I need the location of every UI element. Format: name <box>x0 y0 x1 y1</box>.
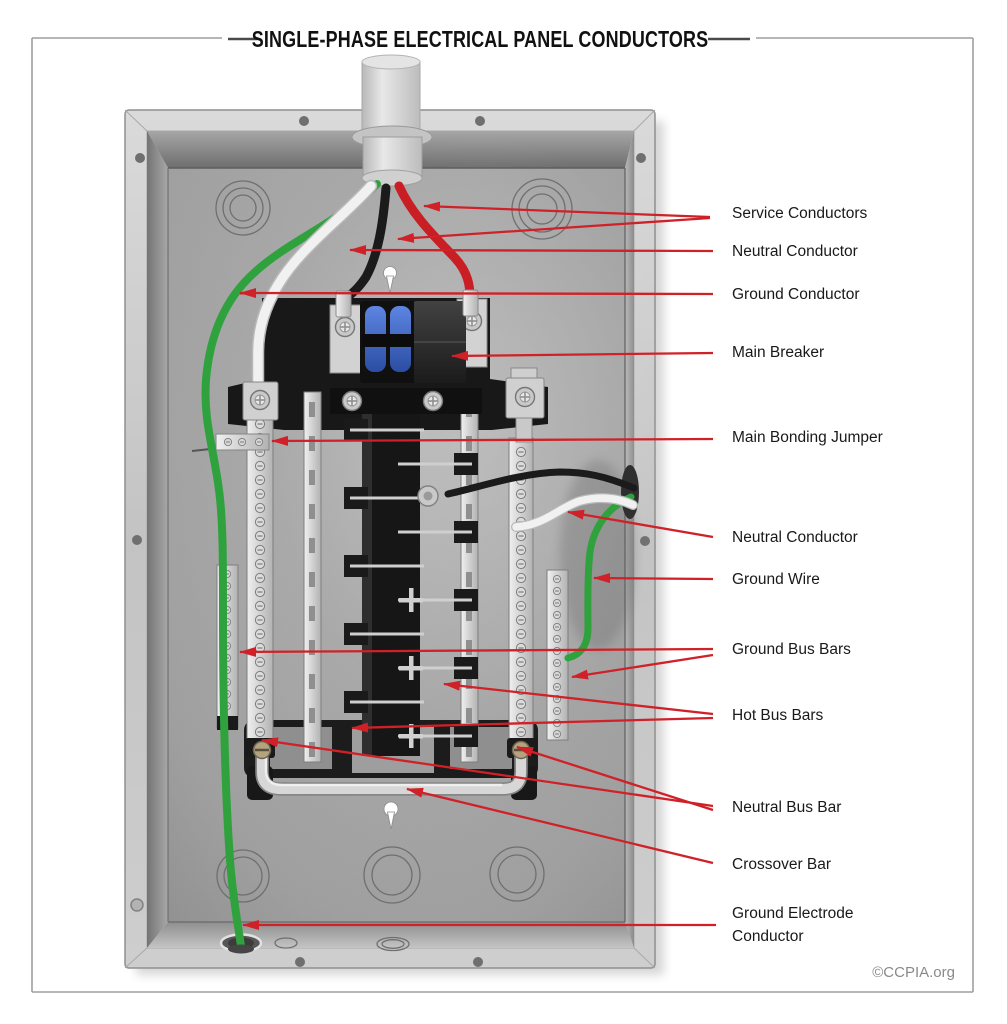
service-wires <box>201 179 475 950</box>
ring-lug <box>417 485 439 507</box>
main-bonding-jumper <box>191 433 270 452</box>
label-hot-bus-bars: Hot Bus Bars <box>732 707 824 724</box>
annotation-arrows <box>239 201 716 930</box>
label-neutral-bus-bar: Neutral Bus Bar <box>732 799 842 816</box>
label-neutral-conductor-right: Neutral Conductor <box>732 529 858 546</box>
label-crossover-bar: Crossover Bar <box>732 856 832 873</box>
ground-conductor-wire <box>201 180 381 950</box>
label-main-breaker: Main Breaker <box>732 344 825 361</box>
interior-assembly <box>191 298 569 800</box>
black-branch-wire <box>444 468 638 498</box>
hot-bus-bars <box>330 388 482 756</box>
label-neutral-conductor-top: Neutral Conductor <box>732 243 858 260</box>
copyright-watermark: ©CCPIA.org <box>872 964 955 981</box>
label-ground-electrode-conductor: Ground Electrode Conductor <box>732 905 854 945</box>
mounting-keyholes <box>383 266 399 830</box>
wire-lugs <box>242 289 545 443</box>
label-service-conductors: Service Conductors <box>732 205 868 222</box>
flange-screw-holes <box>132 116 650 967</box>
page-title: SINGLE-PHASE ELECTRICAL PANEL CONDUCTORS <box>251 26 709 52</box>
label-ground-wire: Ground Wire <box>732 571 820 588</box>
neutral-conductor-wire <box>253 181 376 389</box>
label-ground-conductor: Ground Conductor <box>732 286 860 303</box>
page-frame <box>31 37 974 993</box>
label-main-bonding-jumper: Main Bonding Jumper <box>732 429 883 446</box>
hot-service-wire-red <box>394 181 475 302</box>
branch-wires <box>417 465 639 662</box>
main-breaker <box>329 298 488 383</box>
conduit <box>351 54 433 187</box>
flange-mount-hole <box>130 898 144 912</box>
label-ground-bus-bars: Ground Bus Bars <box>732 641 851 658</box>
neutral-wire-right <box>512 494 637 531</box>
ground-wire-right <box>564 493 635 662</box>
